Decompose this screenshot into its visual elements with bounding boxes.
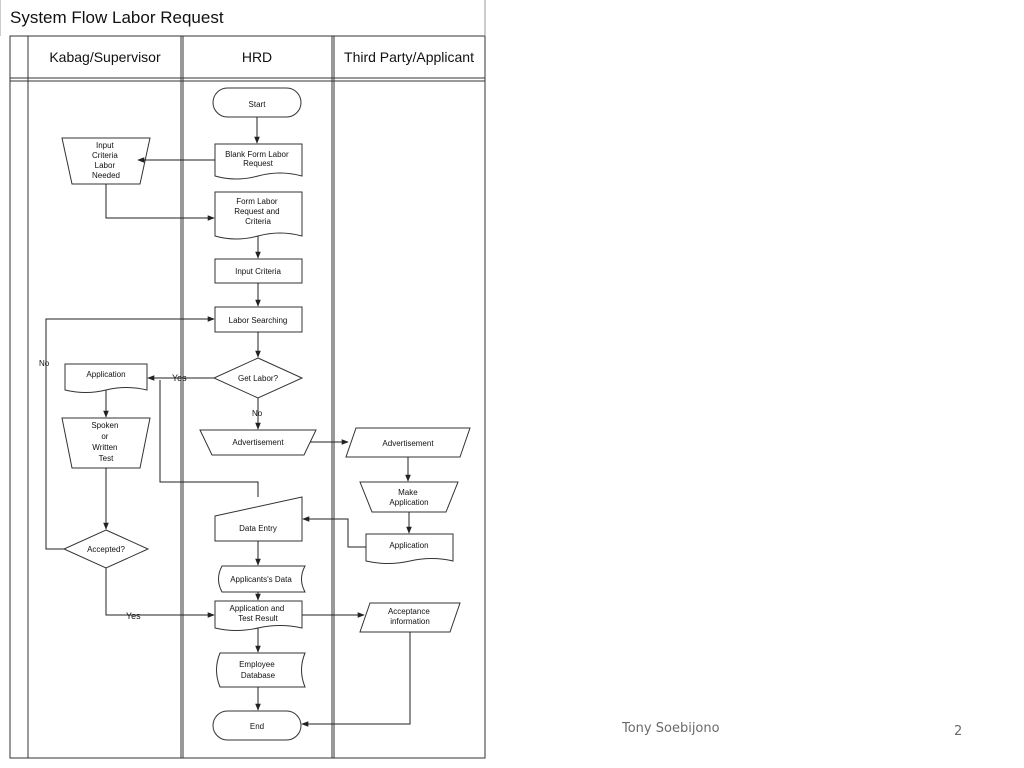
footer-author: Tony Soebijono	[622, 721, 720, 736]
page-number: 2	[954, 724, 963, 739]
application-test-result-label: Application and Test Result	[230, 604, 287, 623]
labor-searching-label: Labor Searching	[229, 316, 288, 325]
acceptance-information-label: Acceptance information	[388, 607, 432, 626]
employee-database-label: Employee Database	[239, 660, 277, 680]
advertisement-third-party-shape	[345, 427, 471, 458]
edge-label-yes-get-labor: Yes	[172, 373, 187, 383]
input-criteria-needed-label: Input Criteria Labor Needed	[92, 141, 120, 180]
form-labor-request-label: Form Labor Request and Criteria	[234, 197, 282, 226]
input-criteria-label: Input Criteria	[235, 267, 281, 276]
accepted-label: Accepted?	[87, 545, 125, 554]
application-third-party-document	[365, 533, 454, 564]
swimlane-frame	[9, 35, 486, 759]
input-criteria-needed-trapezoid	[61, 137, 151, 185]
start-label: Start	[249, 100, 267, 109]
diagram-title: System Flow Labor Request	[10, 8, 224, 27]
acceptance-information-shape	[359, 602, 461, 633]
get-labor-label: Get Labor?	[238, 374, 279, 383]
application-supervisor-label: Application	[86, 370, 125, 379]
advertisement-hrd-shape	[199, 429, 317, 456]
edge-label-no-accepted: No	[39, 359, 50, 368]
application-supervisor-document	[64, 363, 148, 393]
blank-form-document	[214, 143, 303, 180]
data-entry-label: Data Entry	[239, 524, 277, 533]
spoken-written-test-label: Spoken or Written Test	[91, 421, 120, 463]
lane-header-supervisor: Kabag/Supervisor	[49, 49, 161, 65]
blank-form-label: Blank Form Labor Request	[225, 150, 291, 168]
applicants-data-label: Applicants's Data	[230, 575, 292, 584]
advertisement-hrd-label: Advertisement	[232, 438, 284, 447]
lane-header-third-party: Third Party/Applicant	[344, 49, 474, 65]
form-labor-request-document	[214, 191, 303, 240]
make-application-label: Make Application	[389, 488, 428, 507]
flow-connectors	[45, 117, 412, 727]
edge-label-yes-accepted: Yes	[126, 611, 141, 621]
end-label: End	[250, 722, 264, 731]
end-terminator	[212, 710, 302, 741]
make-application-shape	[359, 481, 459, 513]
data-entry-shape	[214, 496, 303, 542]
application-test-result-document	[214, 600, 303, 631]
spoken-written-test-shape	[61, 417, 151, 469]
application-third-party-label: Application	[389, 541, 428, 550]
employee-database-storage	[216, 652, 306, 688]
edge-label-no-get-labor: No	[252, 409, 263, 418]
applicants-data-storage	[218, 565, 306, 593]
advertisement-third-party-label: Advertisement	[382, 439, 434, 448]
lane-header-hrd: HRD	[242, 49, 272, 65]
